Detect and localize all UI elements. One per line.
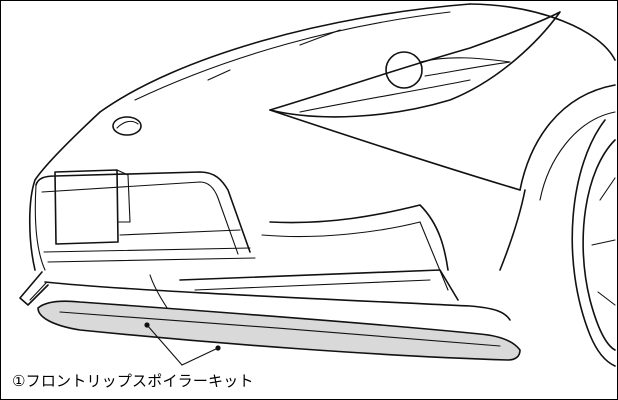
headlight-drl — [419, 57, 511, 77]
wheel-spoke-1 — [599, 177, 616, 201]
fender-arch-outer — [519, 84, 616, 191]
grille-bar-upper — [119, 229, 241, 236]
emblem — [112, 116, 142, 136]
grille-bar-lower — [47, 257, 256, 263]
left-canard-detail — [29, 282, 47, 301]
left-canard — [19, 271, 49, 306]
front-lip-top-edge — [59, 311, 501, 347]
tire-outline — [571, 119, 616, 367]
fender-arch-inner — [539, 111, 616, 201]
license-plate — [54, 169, 119, 245]
side-intake-bottom — [179, 269, 459, 301]
grille-upper-outline — [35, 171, 251, 253]
grille-left-edge — [34, 184, 46, 271]
side-intake-lower — [261, 221, 421, 238]
license-plate-mount — [116, 169, 131, 223]
wheel-spoke-2 — [591, 239, 616, 246]
grille-inner-outline — [41, 181, 239, 255]
hood-crease — [134, 11, 451, 101]
side-intake-inner — [194, 279, 431, 291]
hood-vent-line-1 — [207, 69, 231, 81]
emblem-detail — [116, 120, 139, 129]
hood-vent-line-2 — [299, 29, 341, 46]
hood-outline — [99, 3, 471, 113]
front-lip-spoiler — [37, 300, 521, 361]
headlight-lens — [385, 51, 423, 89]
wheel-rim — [582, 139, 616, 351]
headlight-inner-line — [299, 79, 471, 113]
leader-line-2 — [181, 347, 219, 366]
grille-bar-mid — [43, 247, 251, 253]
side-intake-fin — [419, 221, 449, 291]
wheel-spoke-3 — [597, 291, 616, 306]
bumper-outer — [28, 111, 101, 271]
caption-label: ①フロントリップスポイラーキット — [12, 372, 254, 390]
fender-lower-edge — [499, 189, 526, 271]
side-intake-upper — [269, 204, 449, 271]
bumper-side-line — [269, 109, 521, 191]
leader-line-1 — [146, 324, 183, 366]
bumper-bottom — [44, 281, 511, 321]
fender-outline — [469, 3, 616, 61]
